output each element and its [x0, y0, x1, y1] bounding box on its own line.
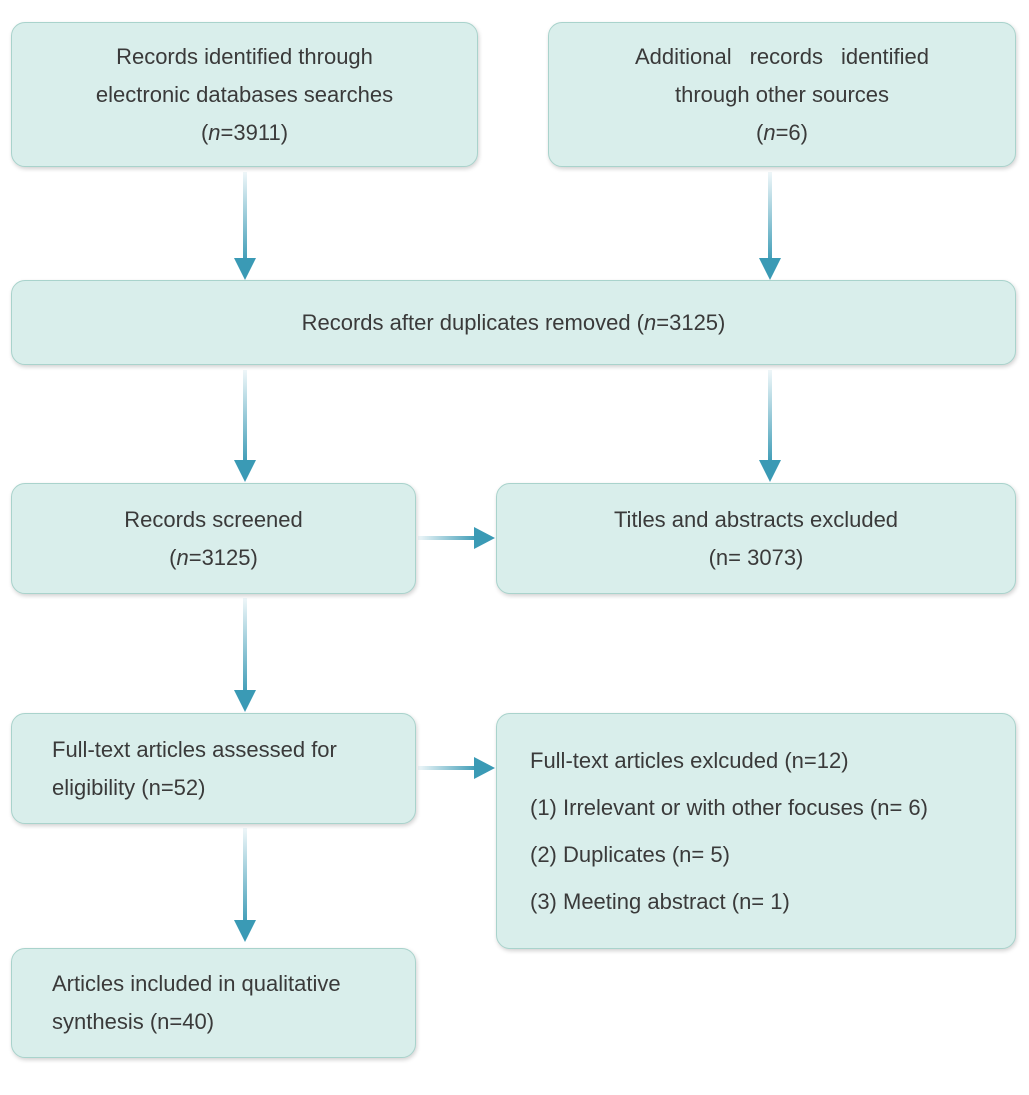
box-records-identified-databases: Records identified through electronic da… — [11, 22, 478, 167]
arrow-duplicates-to-titles-excluded — [759, 370, 781, 482]
arrow-db-to-duplicates — [234, 172, 256, 280]
box-line: synthesis (n=40) — [52, 1009, 215, 1034]
box-line: Full-text articles assessed for — [52, 736, 337, 762]
box-line: Additional records identified — [635, 38, 929, 76]
box-articles-included: Articles included in qualitative synthes… — [11, 948, 416, 1058]
box-fulltext-excluded: Full-text articles exlcuded (n=12) (1) I… — [496, 713, 1016, 949]
box-word: identified — [840, 43, 930, 69]
box-line: Records identified through — [116, 43, 373, 69]
count-variable: n — [176, 544, 189, 570]
exclusion-reason: (1) Irrelevant or with other focuses (n=… — [530, 795, 928, 820]
box-line: Titles and abstracts excluded — [613, 506, 899, 532]
box-records-after-duplicates: Records after duplicates removed (n=3125… — [11, 280, 1016, 365]
box-records-screened: Records screened (n=3125) — [11, 483, 416, 594]
box-count: (n=6) — [756, 114, 808, 152]
box-count: (n= 3073) — [708, 544, 804, 570]
count-value: =6) — [775, 119, 808, 145]
count-value: =3125) — [188, 544, 258, 570]
exclusion-reason: (2) Duplicates (n= 5) — [530, 842, 730, 867]
count-paren: ( — [169, 544, 177, 570]
exclusion-reason: (3) Meeting abstract (n= 1) — [530, 889, 790, 914]
box-line: electronic databases searches — [95, 81, 394, 107]
box-line: Records after duplicates removed (n=3125… — [302, 304, 726, 342]
arrow-fulltext-to-included — [234, 828, 256, 942]
count-value: =3125) — [656, 309, 726, 335]
arrow-screened-to-fulltext — [234, 598, 256, 712]
box-count: (n=3125) — [169, 539, 258, 577]
arrow-duplicates-to-screened — [234, 370, 256, 482]
box-word: Additional — [634, 43, 732, 69]
box-line: eligibility (n=52) — [52, 774, 206, 800]
box-count: (n=3911) — [201, 114, 288, 152]
box-word: records — [749, 43, 823, 69]
arrow-other-to-duplicates — [759, 172, 781, 280]
arrow-fulltext-to-excluded — [418, 757, 495, 779]
arrow-screened-to-titles-excluded — [418, 527, 495, 549]
count-paren: ( — [200, 119, 209, 145]
count-paren: ( — [756, 119, 764, 145]
box-line: Records screened — [124, 506, 303, 532]
exclusion-header: Full-text articles exlcuded (n=12) — [530, 748, 849, 773]
count-variable: n — [644, 309, 657, 335]
count-variable: n — [763, 119, 776, 145]
count-value: =3911) — [220, 119, 289, 145]
box-records-identified-other: Additional records identified through othe… — [548, 22, 1016, 167]
box-fulltext-assessed: Full-text articles assessed for eligibil… — [11, 713, 416, 824]
box-text: Records after duplicates removed ( — [301, 309, 644, 335]
box-line: Articles included in qualitative — [52, 971, 341, 996]
count-variable: n — [208, 119, 221, 145]
box-titles-abstracts-excluded: Titles and abstracts excluded (n= 3073) — [496, 483, 1016, 594]
box-line: through other sources — [674, 81, 890, 107]
